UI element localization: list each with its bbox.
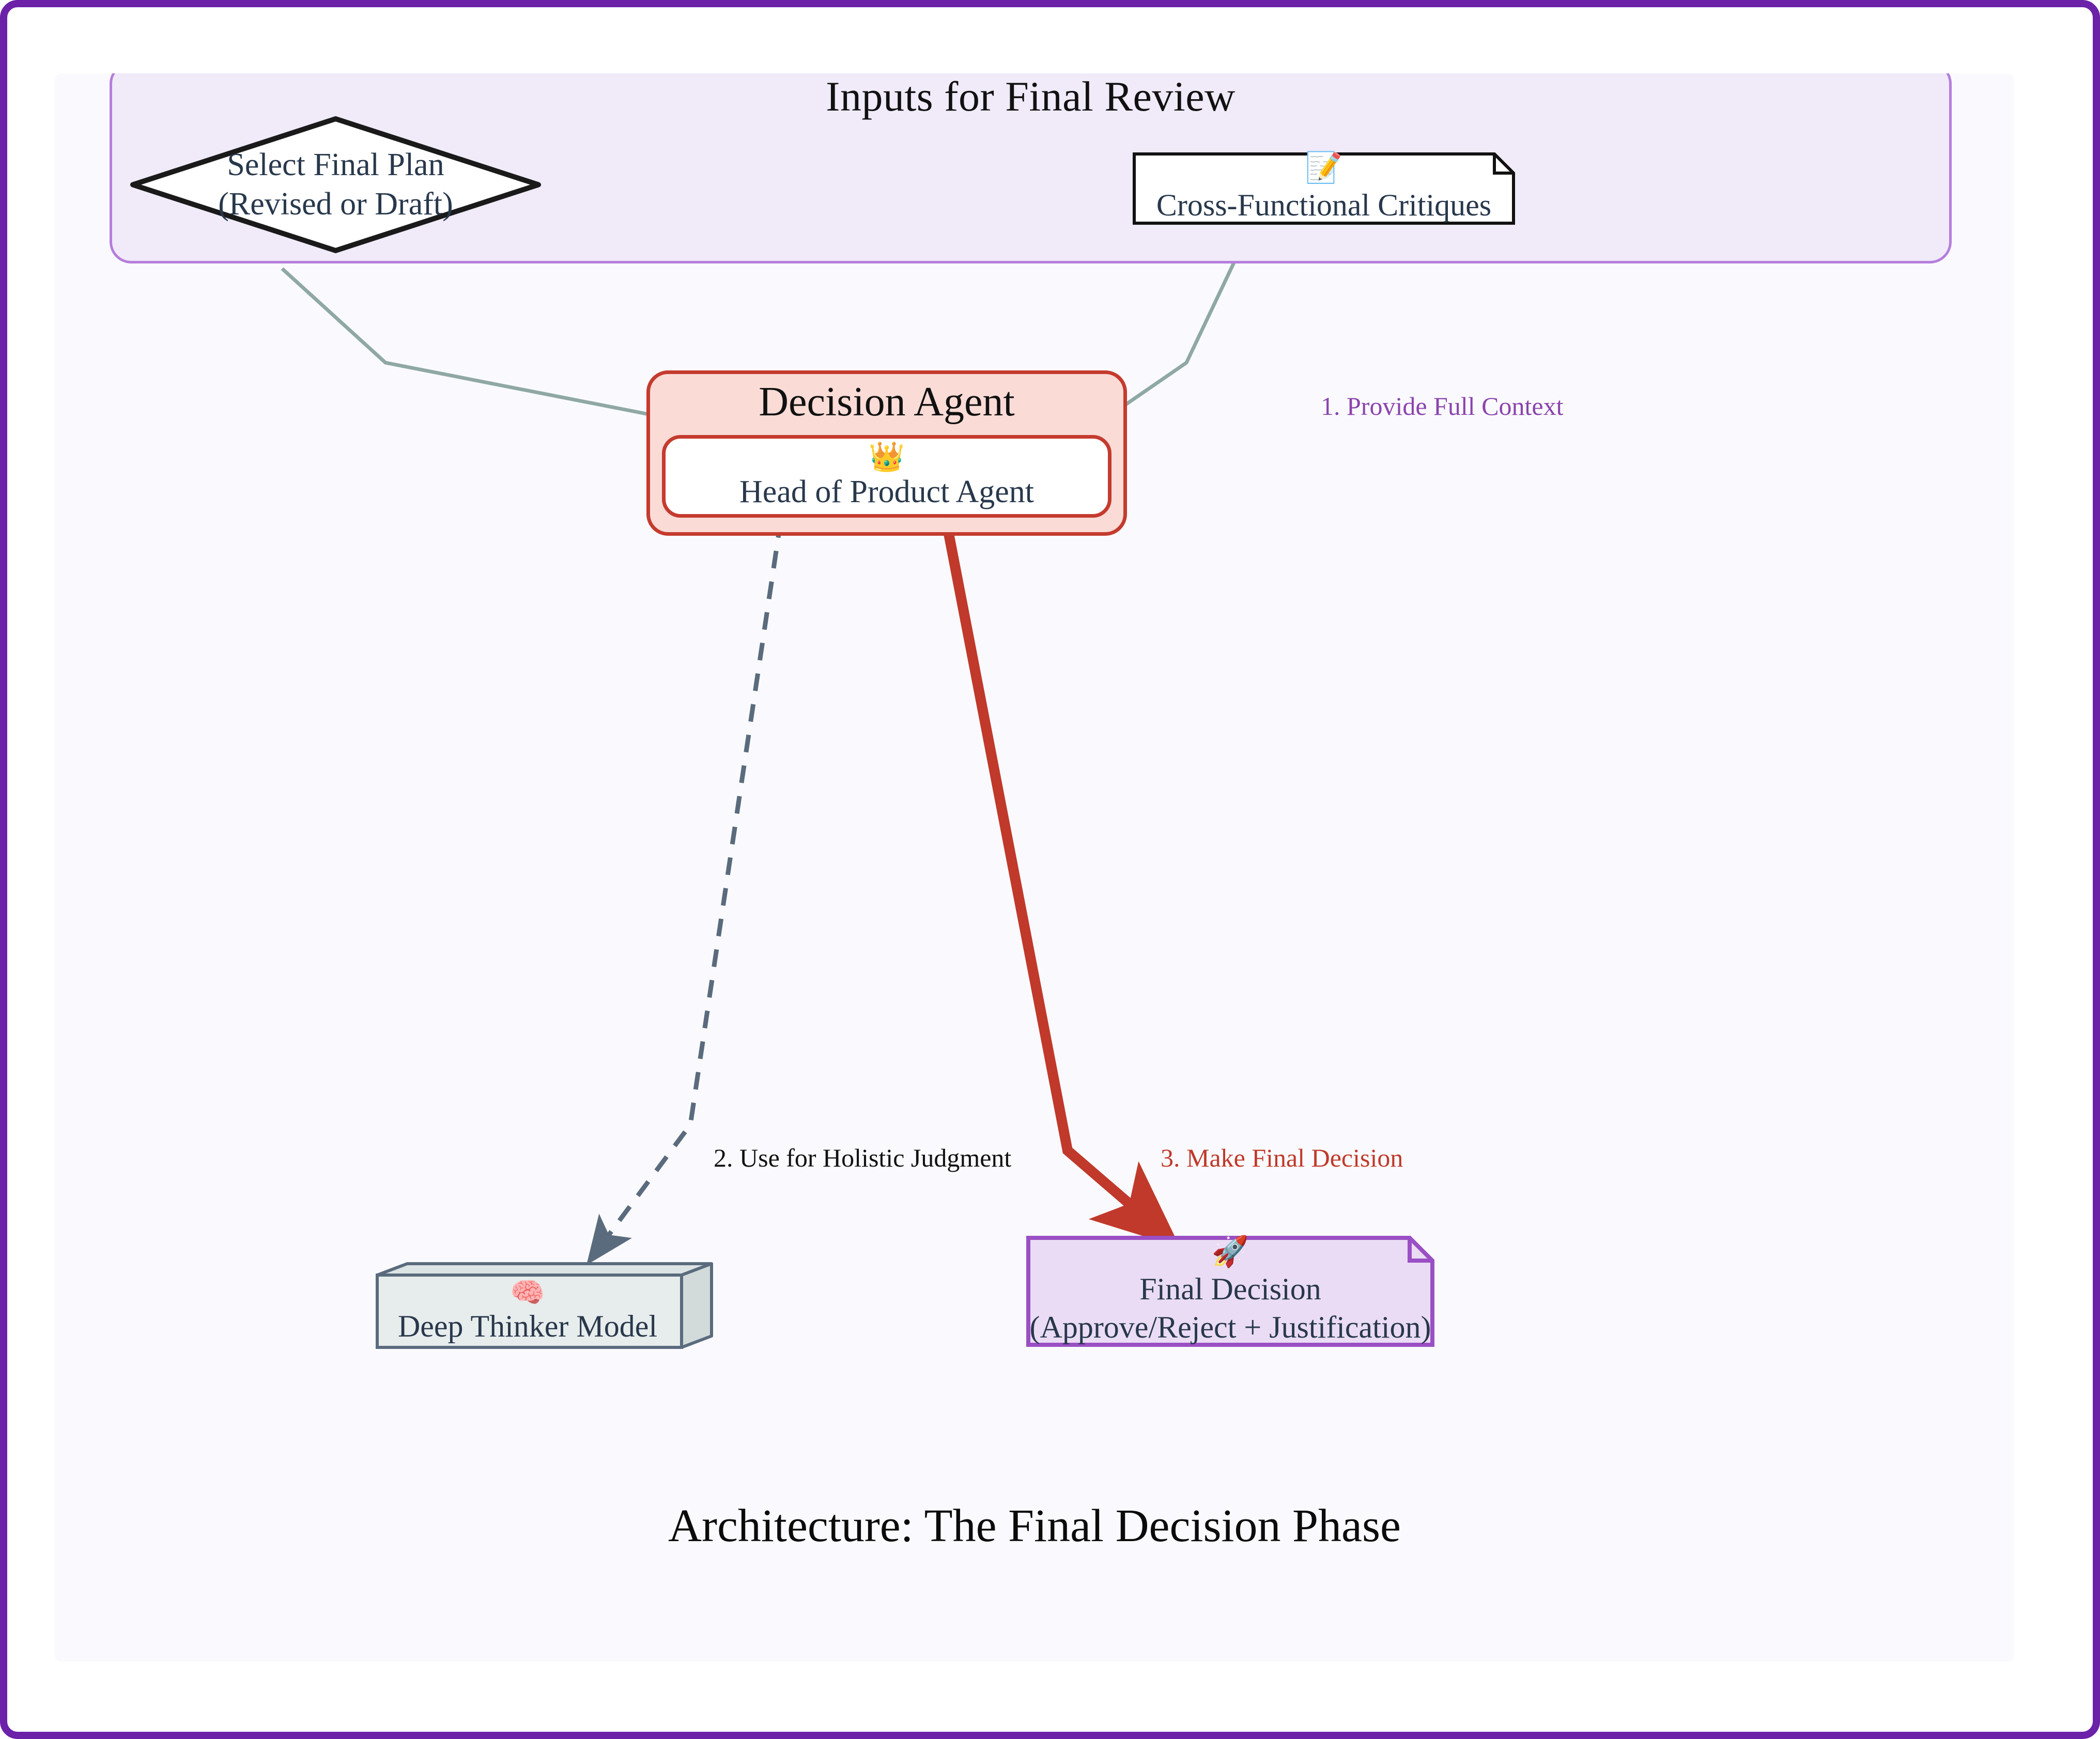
subgraph-inputs-for-final-review: Inputs for Final Review Select Final Pla… <box>110 73 1952 263</box>
head-of-product-agent-label: Head of Product Agent <box>739 474 1034 509</box>
note-shape-final <box>1026 1236 1434 1347</box>
edge-make-final-decision <box>941 519 1180 1248</box>
node-deep-thinker-model[interactable]: 🧠 Deep Thinker Model <box>375 1262 714 1349</box>
box3d-shape <box>376 1262 713 1349</box>
edge-label-provide-full-context-right: 1. Provide Full Context <box>1321 392 1564 421</box>
node-select-final-plan[interactable]: Select Final Plan (Revised or Draft) <box>125 114 546 256</box>
note-shape <box>1133 152 1515 225</box>
crown-icon: 👑 <box>869 440 905 474</box>
diagram-caption: Architecture: The Final Decision Phase <box>668 1500 1401 1551</box>
node-final-decision[interactable]: 🚀 Final Decision (Approve/Reject + Justi… <box>1026 1236 1434 1347</box>
diamond-shape <box>130 116 541 253</box>
node-head-of-product-agent[interactable]: 👑 Head of Product Agent <box>662 435 1111 518</box>
edge-use-for-holistic-judgment <box>586 520 783 1265</box>
subgraph-inputs-title: Inputs for Final Review <box>826 73 1236 120</box>
edge-layer <box>281 237 1248 1265</box>
diagram-canvas: Inputs for Final Review Select Final Pla… <box>55 73 2014 1662</box>
node-cross-functional-critiques[interactable]: 📝 Cross-Functional Critiques <box>1133 152 1515 225</box>
edge-label-make-final-decision: 3. Make Final Decision <box>1161 1143 1403 1172</box>
subgraph-decision-title: Decision Agent <box>759 379 1015 425</box>
edge-label-use-for-holistic-judgment: 2. Use for Holistic Judgment <box>714 1143 1012 1172</box>
